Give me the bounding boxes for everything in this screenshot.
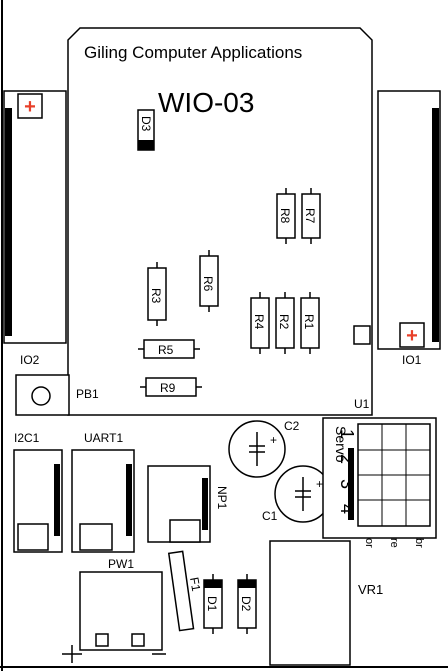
d1-label: D1	[205, 596, 219, 612]
r8-label: R8	[278, 208, 292, 224]
resistor-r6	[199, 250, 219, 312]
servo-col-re: re	[388, 538, 400, 548]
vr1-label: VR1	[358, 582, 383, 597]
r5-label: R5	[158, 343, 174, 357]
test-pad	[353, 325, 371, 345]
pb1-label: PB1	[76, 387, 99, 401]
servo-pin-2: 2	[337, 454, 357, 464]
resistor-r4	[250, 292, 270, 354]
resistor-r2	[275, 292, 295, 354]
model-text: WIO-03	[158, 87, 254, 118]
capacitor-c2: +	[228, 420, 286, 478]
resistor-r1	[300, 292, 320, 354]
servo-pin-3: 3	[337, 479, 357, 489]
resistor-r7	[301, 188, 321, 244]
io2-header: +	[3, 90, 67, 344]
r3-label: R3	[149, 288, 163, 304]
svg-text:+: +	[270, 433, 277, 447]
io2-label: IO2	[20, 353, 40, 367]
resistor-r5	[138, 339, 200, 359]
resistor-r9	[140, 377, 202, 397]
servo-pin-4: 4	[337, 504, 357, 514]
d2-label: D2	[239, 596, 253, 612]
c1-label: C1	[262, 509, 278, 523]
io1-header: +	[377, 90, 441, 350]
np1-connector	[147, 465, 211, 543]
servo-header	[322, 417, 437, 539]
servo-pin-1: 1	[337, 429, 357, 439]
i2c1-connector	[13, 449, 63, 553]
r1-label: R1	[302, 314, 316, 330]
d3-diode	[137, 109, 155, 151]
fuse-f1	[167, 550, 195, 632]
resistor-r8	[276, 188, 296, 244]
resistor-r3	[147, 262, 167, 326]
np1-label: NP1	[215, 486, 229, 510]
r6-label: R6	[201, 276, 215, 292]
capacitor-c1: +	[274, 465, 332, 523]
io2-plus-icon: +	[24, 96, 36, 118]
r2-label: R2	[277, 314, 291, 330]
vr1-regulator	[269, 540, 351, 666]
io1-plus-icon: +	[406, 325, 418, 347]
r7-label: R7	[303, 208, 317, 224]
d2-diode	[237, 574, 257, 634]
i2c1-label: I2C1	[14, 431, 40, 445]
svg-text:+: +	[316, 477, 323, 491]
uart1-connector	[71, 449, 135, 553]
d1-diode	[203, 574, 223, 634]
servo-col-or: or	[363, 538, 375, 548]
pw1-label: PW1	[108, 557, 134, 571]
u1-label: U1	[354, 397, 370, 411]
r9-label: R9	[160, 381, 176, 395]
uart1-label: UART1	[84, 431, 123, 445]
company-text: Giling Computer Applications	[84, 43, 302, 62]
io1-label: IO1	[402, 353, 422, 367]
r4-label: R4	[252, 314, 266, 330]
d3-label: D3	[139, 116, 153, 132]
pb1-button	[15, 374, 70, 416]
f1-label: F1	[187, 576, 203, 593]
servo-label: Servo	[333, 426, 349, 463]
pw1-connector	[62, 571, 166, 663]
servo-col-br: br	[413, 538, 425, 548]
c2-label: C2	[284, 419, 300, 433]
